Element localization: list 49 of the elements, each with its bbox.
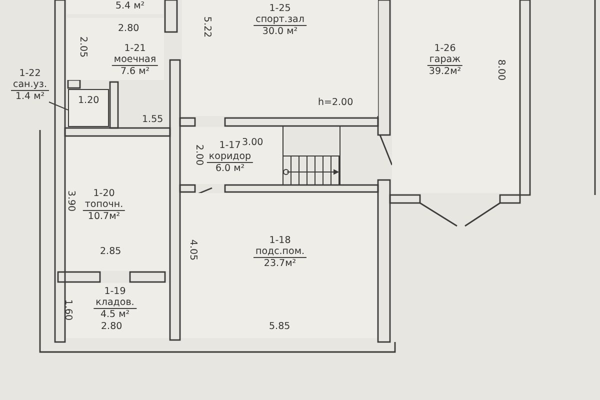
room	[67, 0, 163, 14]
room-area: 1.4 м²	[11, 91, 49, 102]
room	[182, 0, 378, 116]
dimension-label: 2.00	[194, 144, 204, 166]
dimension-label: h=2.00	[318, 98, 354, 108]
room-area: 6.0 м²	[206, 163, 254, 174]
dimension-label: 4.05	[188, 239, 198, 261]
room-number: 1-26	[433, 43, 457, 54]
dimension-label: 2.85	[100, 247, 122, 257]
room-number: 1-20	[92, 188, 116, 199]
dimension-label: 3.00	[242, 138, 264, 148]
room	[392, 0, 519, 193]
room-area: 30.0 м²	[254, 26, 306, 37]
room-name: коридор	[206, 151, 254, 163]
room-number: 1-18	[268, 235, 292, 246]
dimension-label: 8.00	[496, 59, 506, 81]
dimension-label: 3.90	[66, 190, 76, 212]
dimension-label: 5.22	[202, 16, 212, 38]
room	[67, 18, 164, 80]
room-area: 5.4 м²	[115, 0, 145, 12]
room-name: спорт.зал	[254, 14, 306, 26]
room-number: 1-25	[268, 3, 292, 14]
dimension-label: 2.05	[78, 36, 88, 58]
dimension-label: 2.80	[101, 322, 122, 332]
dimension-label: 1.20	[78, 96, 100, 106]
room-name: гараж	[427, 54, 463, 66]
room-name: моечная	[112, 54, 158, 66]
room-name: кладов.	[94, 297, 136, 309]
dimension-label: 1.55	[142, 115, 164, 125]
room-area: 23.7м²	[253, 258, 307, 269]
room	[181, 193, 377, 338]
room-number: 1-22	[18, 68, 42, 79]
room-area: 39.2м²	[427, 66, 463, 77]
room-name: топочн.	[82, 199, 126, 211]
room-name: сан.уз.	[11, 79, 49, 91]
room	[68, 89, 109, 127]
room-number: 1-21	[123, 43, 147, 54]
dimension-label: 2.80	[118, 24, 140, 34]
room-name: подс.пом.	[253, 246, 307, 258]
dimension-label: 5.85	[269, 322, 290, 332]
room-area: 7.6 м²	[112, 66, 158, 77]
room	[66, 137, 169, 271]
leader-line	[48, 102, 68, 110]
room	[182, 127, 282, 184]
room-area: 10.7м²	[82, 211, 126, 222]
room-number: 1-19	[103, 286, 127, 297]
dimension-label: 1.60	[62, 299, 73, 321]
room-area: 4.5 м²	[94, 309, 136, 320]
room	[66, 283, 169, 338]
